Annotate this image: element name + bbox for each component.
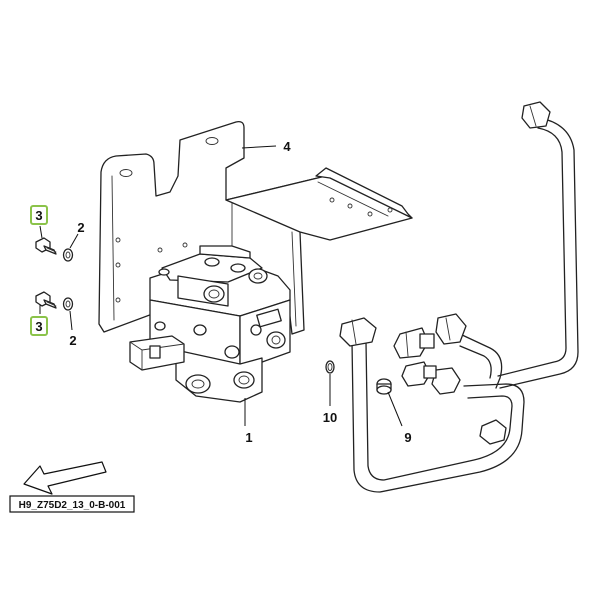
washer-upper <box>62 248 74 262</box>
callout-3-upper[interactable]: 3 <box>30 205 48 225</box>
plug-part-9 <box>376 378 392 395</box>
callout-2-upper[interactable]: 2 <box>77 220 84 235</box>
svg-text:3: 3 <box>35 208 42 223</box>
callout-9[interactable]: 9 <box>404 430 411 445</box>
arrow-left-down-icon <box>23 461 107 495</box>
bolt-upper <box>35 237 57 255</box>
callout-2-lower[interactable]: 2 <box>69 333 76 348</box>
callout-1[interactable]: 1 <box>245 430 252 445</box>
svg-text:1: 1 <box>245 430 252 445</box>
hydraulic-pipes <box>339 101 579 493</box>
callout-10[interactable]: 10 <box>323 410 337 425</box>
callout-4[interactable]: 4 <box>283 139 291 154</box>
svg-text:9: 9 <box>404 430 411 445</box>
svg-text:10: 10 <box>323 410 337 425</box>
bracket-top-flange <box>225 167 413 241</box>
svg-text:4: 4 <box>283 139 291 154</box>
o-ring-part-10 <box>325 360 335 374</box>
reference-code-label: H9_Z75D2_13_0-B-001 <box>9 495 135 513</box>
svg-text:2: 2 <box>77 220 84 235</box>
leader-lines <box>39 145 403 427</box>
pipe-fittings <box>393 327 437 387</box>
callout-3-lower[interactable]: 3 <box>30 316 48 336</box>
bolt-lower <box>35 291 57 309</box>
svg-text:H9_Z75D2_13_0-B-001: H9_Z75D2_13_0-B-001 <box>19 500 126 511</box>
washer-lower <box>62 297 74 311</box>
svg-text:3: 3 <box>35 319 42 334</box>
svg-text:2: 2 <box>69 333 76 348</box>
valve-block <box>129 245 291 403</box>
